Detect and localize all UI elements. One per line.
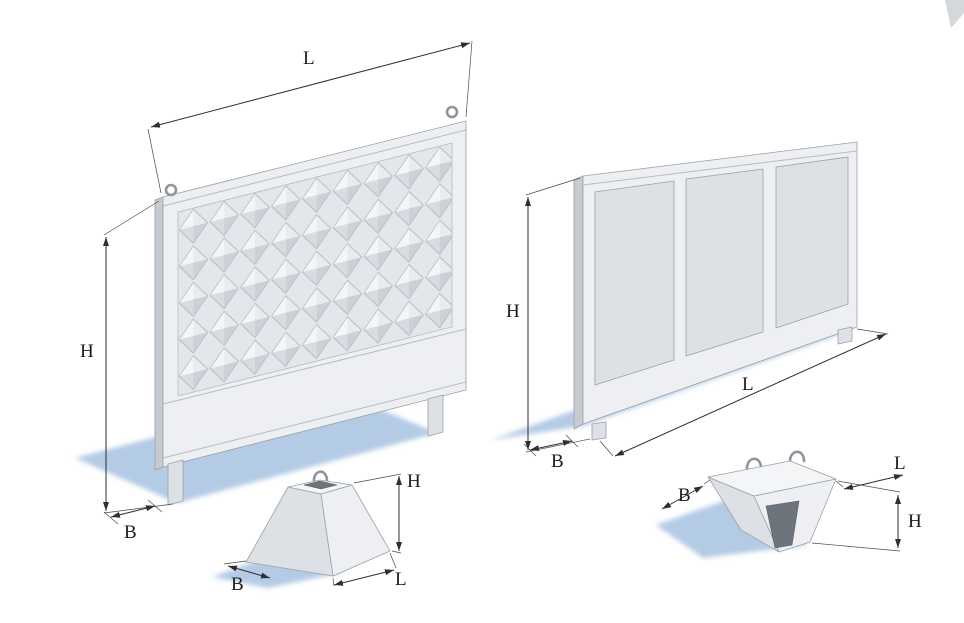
dim-label-depth-flat-panel: B xyxy=(551,451,564,472)
dim-label-length-small-foundation: L xyxy=(395,569,407,590)
panel-bottom-rail-groove xyxy=(162,381,467,459)
dim-label-length-large-foundation: L xyxy=(894,453,906,474)
small-foundation-block xyxy=(245,470,391,577)
extension-line xyxy=(391,550,402,554)
panel-right-leg xyxy=(427,394,444,437)
panel-left-leg xyxy=(167,459,184,506)
length-dimension-line xyxy=(150,42,471,128)
extension-line xyxy=(332,577,335,587)
large-foundation-dimensions: B L H xyxy=(661,453,922,552)
lifting-loop-icon xyxy=(312,470,329,484)
lifting-loop-icon xyxy=(788,450,806,465)
panel-side-edge xyxy=(154,196,164,471)
lifting-loop-icon xyxy=(164,183,178,197)
extension-line xyxy=(147,128,162,194)
lifting-loop-icon xyxy=(745,457,763,472)
decorative-fence-panel xyxy=(154,105,467,506)
block-front-left-face xyxy=(245,486,334,577)
depth-dimension-line xyxy=(110,505,156,518)
dim-label-length-decorative-panel: L xyxy=(303,48,315,69)
length-dimension-line xyxy=(333,569,395,586)
large-foundation-block xyxy=(707,450,837,553)
panel-left-foot xyxy=(591,421,607,441)
extension-line xyxy=(223,560,247,565)
dim-label-height-large-foundation: H xyxy=(908,511,922,532)
decorative-panel-dimensions: L H B xyxy=(80,40,473,543)
block-top-face xyxy=(707,460,837,497)
dim-label-depth-decorative-panel: B xyxy=(124,522,137,543)
dim-label-height-decorative-panel: H xyxy=(80,341,94,362)
panel-top-cap-groove xyxy=(162,129,467,207)
flat-panel-dimensions: H L B xyxy=(506,177,889,472)
depth-dimension-line xyxy=(661,485,704,510)
recessed-section-3 xyxy=(775,156,849,329)
extension-line xyxy=(811,542,901,552)
extension-line xyxy=(525,177,581,196)
extension-line xyxy=(103,200,160,236)
block-socket-hole xyxy=(303,480,338,490)
panel-top-cap-groove xyxy=(582,150,858,186)
corner-artifact xyxy=(945,0,964,28)
extension-line xyxy=(465,40,473,118)
block-socket-opening xyxy=(765,500,800,549)
dim-label-height-small-foundation: H xyxy=(407,471,421,492)
extension-line xyxy=(837,480,901,493)
recessed-section-2 xyxy=(685,168,764,357)
extension-line xyxy=(389,552,397,569)
block-front-right-face xyxy=(320,484,391,577)
length-dimension-line xyxy=(843,474,904,490)
panel-right-foot xyxy=(837,326,853,345)
flat-fence-panel xyxy=(573,141,858,441)
recessed-section-1 xyxy=(594,180,675,386)
extension-line xyxy=(835,480,844,488)
panel-bottom-band-groove xyxy=(162,328,467,405)
dim-label-depth-large-foundation: B xyxy=(678,485,691,506)
dim-label-depth-small-foundation: B xyxy=(231,574,244,595)
depth-dimension-line xyxy=(529,439,573,452)
extension-line xyxy=(856,328,889,335)
dim-label-length-flat-panel: L xyxy=(742,374,754,395)
extension-line xyxy=(599,440,614,457)
small-foundation-dimensions: H B L xyxy=(223,471,421,595)
lifting-loop-icon xyxy=(445,105,459,119)
extension-line xyxy=(703,479,711,485)
depth-dimension-line xyxy=(227,565,271,579)
length-dimension-line xyxy=(614,333,887,457)
extension-line xyxy=(103,503,174,514)
panel-side-edge xyxy=(573,175,584,430)
diamond-relief-pattern xyxy=(177,142,453,397)
dim-label-height-flat-panel: H xyxy=(506,301,520,322)
extension-line xyxy=(353,473,402,484)
extension-tick xyxy=(103,511,119,525)
